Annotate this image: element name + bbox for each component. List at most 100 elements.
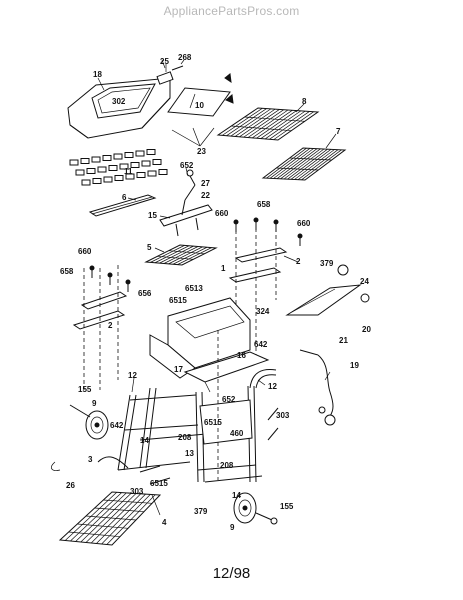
callout-6513: 6513	[185, 284, 203, 293]
briquette	[80, 158, 90, 164]
part-19-hose-regulator	[299, 349, 336, 426]
part-7-warming-rack	[261, 147, 347, 181]
briquette	[146, 149, 156, 155]
watermark: AppliancePartsPros.com	[163, 4, 300, 18]
callout-208a: 208	[178, 433, 192, 442]
callout-379a: 379	[320, 259, 334, 268]
callout-7: 7	[336, 127, 341, 136]
briquette	[69, 159, 79, 166]
callout-460: 460	[230, 429, 244, 438]
part-11-briquettes	[69, 149, 168, 186]
briquette	[125, 173, 135, 180]
callout-19: 19	[350, 361, 359, 370]
callout-13: 13	[185, 449, 194, 458]
briquette	[113, 153, 123, 160]
callout-10: 10	[195, 101, 204, 110]
left-side-brackets	[72, 265, 128, 390]
part-9-wheel-right	[233, 492, 278, 525]
callout-23: 23	[197, 147, 206, 156]
callout-3: 3	[88, 455, 93, 464]
callout-324: 324	[256, 307, 270, 316]
callout-6515a: 6515	[169, 296, 187, 305]
part-4-bottom-rack	[58, 491, 162, 546]
callout-20: 20	[362, 325, 371, 334]
callout-16: 16	[237, 351, 246, 360]
callout-656: 656	[138, 289, 152, 298]
callout-6515b: 6515	[204, 418, 222, 427]
callout-8: 8	[302, 97, 307, 106]
briquette	[92, 178, 102, 184]
callout-6515c: 6515	[150, 479, 168, 488]
briquette	[135, 150, 145, 157]
callout-labels: 18 25 268 302 10 8 23 7 11 6 652 27 22 1…	[60, 53, 371, 532]
callout-18: 18	[93, 70, 102, 79]
part-3-wire	[51, 456, 129, 471]
briquette	[86, 168, 96, 174]
part-18-lid	[67, 77, 171, 139]
callout-302: 302	[112, 97, 126, 106]
callout-12a: 12	[128, 371, 137, 380]
callout-14a: 14	[140, 436, 149, 445]
callout-379b: 379	[194, 507, 208, 516]
briquette	[114, 175, 124, 181]
briquette	[81, 179, 91, 186]
cart-frame	[117, 330, 277, 483]
briquette	[158, 169, 168, 175]
callout-652a: 652	[180, 161, 194, 170]
briquette	[97, 166, 107, 173]
briquette	[108, 165, 118, 171]
callout-4: 4	[162, 518, 167, 527]
callout-658b: 658	[60, 267, 74, 276]
callout-660b: 660	[297, 219, 311, 228]
callout-11: 11	[124, 167, 133, 176]
callout-15: 15	[148, 211, 157, 220]
callout-303b: 303	[130, 487, 144, 496]
briquette	[91, 156, 101, 163]
callout-6: 6	[122, 193, 127, 202]
briquette	[152, 159, 162, 165]
part-10-window	[167, 73, 234, 117]
briquette	[119, 163, 129, 170]
briquette	[130, 162, 140, 168]
callout-14b: 14	[232, 491, 241, 500]
leader-lines	[97, 64, 337, 516]
callout-208b: 208	[220, 461, 234, 470]
callout-25: 25	[160, 57, 169, 66]
part-17-firebox	[149, 297, 270, 393]
callout-642a: 642	[254, 340, 268, 349]
part-303-bolts	[139, 407, 279, 485]
callout-642b: 642	[110, 421, 124, 430]
callout-9b: 9	[230, 523, 235, 532]
callout-155a: 155	[78, 385, 92, 394]
part-23-clips	[171, 127, 215, 147]
callout-660a: 660	[215, 209, 229, 218]
callout-155b: 155	[280, 502, 294, 511]
callout-17: 17	[174, 365, 183, 374]
briquette	[75, 169, 85, 176]
callout-2a: 2	[296, 257, 301, 266]
part-5-lower-grate	[144, 244, 218, 266]
callout-303a: 303	[276, 411, 290, 420]
callout-22: 22	[201, 191, 210, 200]
briquette	[124, 152, 134, 158]
callout-660c: 660	[78, 247, 92, 256]
part-15-burner	[159, 169, 213, 237]
part-25-hinge	[156, 59, 185, 85]
callout-658a: 658	[257, 200, 271, 209]
callout-5: 5	[147, 243, 152, 252]
callout-2b: 2	[108, 321, 113, 330]
bolt-clusters	[89, 217, 303, 292]
briquette	[147, 170, 157, 177]
part-8-cooking-grate	[216, 107, 320, 141]
callout-26: 26	[66, 481, 75, 490]
part-21-side-shelf	[285, 264, 370, 316]
callout-268: 268	[178, 53, 192, 62]
callout-9a: 9	[92, 399, 97, 408]
briquette	[141, 160, 151, 167]
briquette	[103, 176, 113, 183]
page-date: 12/98	[212, 565, 251, 582]
callout-652b: 652	[222, 395, 236, 404]
part-9-wheel-left	[69, 404, 109, 440]
callout-1: 1	[221, 264, 226, 273]
